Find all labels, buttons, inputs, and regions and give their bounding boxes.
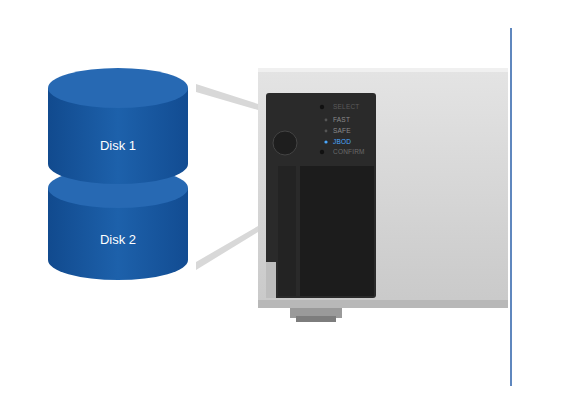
led [320,150,324,154]
leader-line [196,84,258,110]
device-foot [296,316,336,322]
cylinder-shape [48,168,188,280]
front-panel [266,93,376,298]
panel-mode-label: JBOD [333,138,351,145]
panel-mode-label: SAFE [333,127,351,134]
select-knob [273,131,297,155]
led [324,140,327,143]
device-edge [258,300,508,308]
led [325,119,328,122]
led [320,105,324,109]
led [325,130,328,133]
drive-bay [300,166,374,296]
panel-hinge [266,262,276,298]
disk-label: Disk 1 [48,138,188,153]
panel-mode-label: SELECT [333,103,360,110]
cylinder-shape [48,68,188,184]
leader-line [196,226,258,270]
disk-label: Disk 2 [48,232,188,247]
panel-mode-label: FAST [333,116,350,123]
divider-line [510,28,512,386]
device-case [258,68,508,308]
disk-cylinder: Disk 1 [48,68,188,184]
drive-bay [278,166,296,296]
device-edge [258,68,508,72]
panel-mode-label: CONFIRM [333,148,365,155]
disk-cylinder: Disk 2 [48,168,188,280]
